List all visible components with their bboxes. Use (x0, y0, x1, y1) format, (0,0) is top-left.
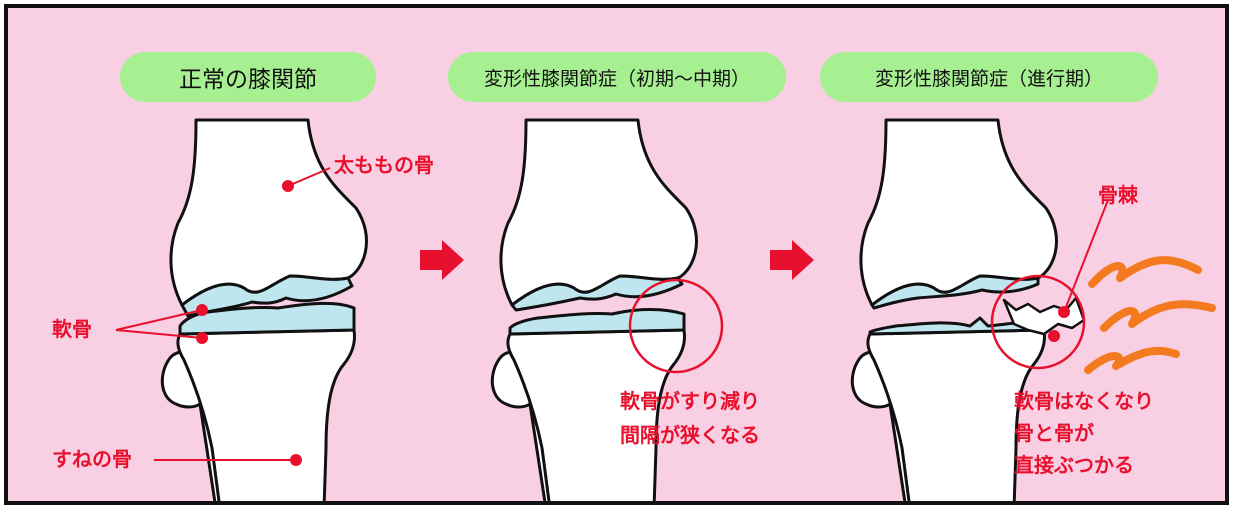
label-thigh-bone: 太ももの骨 (334, 153, 434, 177)
knee-diagram: 正常の膝関節 変形性膝関節症（初期〜中期） 変形性膝関節症（進行期） (4, 4, 1229, 505)
label-gap-narrow: 間隔が狭くなる (620, 423, 760, 447)
title-normal-knee: 正常の膝関節 (120, 52, 376, 102)
label-cartilage-worn: 軟骨がすり減り (620, 389, 760, 413)
title-advanced-oa: 変形性膝関節症（進行期） (820, 52, 1158, 102)
pain-zigzag-icon (1084, 256, 1216, 374)
label-cartilage: 軟骨 (52, 317, 92, 341)
knee-illustrations (115, 118, 1216, 501)
label-bone-and-bone: 骨と骨が (1014, 421, 1094, 445)
normal-knee (115, 118, 368, 501)
advanced-oa-knee (850, 118, 1086, 501)
label-direct-contact: 直接ぶつかる (1014, 453, 1134, 477)
label-bone-spur: 骨棘 (1098, 183, 1138, 207)
title-early-oa: 変形性膝関節症（初期〜中期） (448, 52, 786, 102)
arrow-right-icon (420, 240, 464, 280)
arrow-right-icon (770, 240, 814, 280)
early-oa-knee (490, 118, 698, 501)
label-no-cartilage: 軟骨はなくなり (1014, 389, 1154, 413)
label-shin-bone: すねの骨 (52, 447, 132, 471)
